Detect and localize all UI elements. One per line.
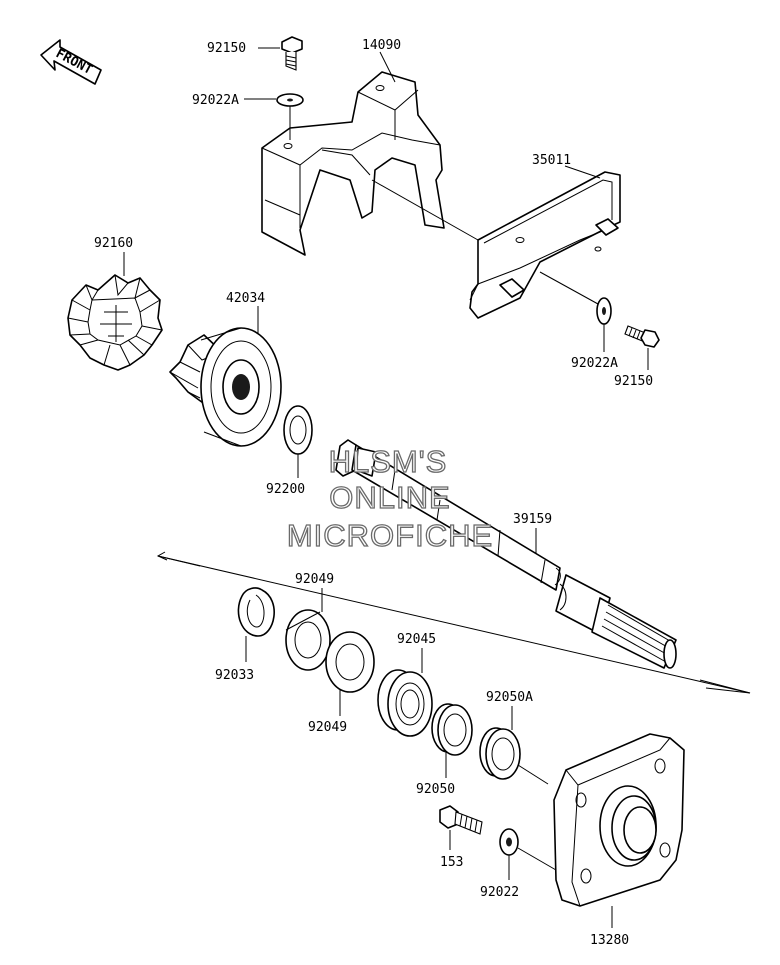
bracket-part-35011 [469, 171, 621, 319]
watermark: HLSM'S ONLINE MICROFICHE [286, 443, 493, 553]
label-39159: 39159 [513, 512, 552, 527]
label-92150-top: 92150 [207, 41, 246, 56]
leader-35011 [564, 165, 601, 179]
watermark-line-3: MICROFICHE [287, 518, 493, 553]
ring-part-92049-top [285, 609, 331, 671]
label-92049-bottom: 92049 [308, 720, 347, 735]
label-42034: 42034 [226, 291, 265, 306]
label-92022: 92022 [480, 885, 519, 900]
label-92022A-right: 92022A [571, 356, 618, 371]
label-92022A-top: 92022A [192, 93, 239, 108]
washer-92022A-top [276, 93, 304, 107]
label-92200: 92200 [266, 482, 305, 497]
label-92150-right: 92150 [614, 374, 653, 389]
label-153: 153 [440, 855, 463, 870]
shaft-part-39159 [335, 439, 677, 669]
label-14090: 14090 [362, 38, 401, 53]
bolt-92150-right [624, 325, 660, 348]
seal-part-92050 [431, 703, 473, 756]
washer-92022A-right [596, 297, 612, 325]
label-92050: 92050 [416, 782, 455, 797]
label-35011: 35011 [532, 153, 571, 168]
label-92160: 92160 [94, 236, 133, 251]
washer-part-92200 [283, 405, 313, 455]
bolt-92150-top [281, 36, 303, 71]
watermark-line-1: HLSM'S [329, 444, 448, 479]
label-13280: 13280 [590, 933, 629, 948]
label-92045: 92045 [397, 632, 436, 647]
housing-part-13280 [553, 733, 685, 907]
washer-part-92022 [499, 828, 519, 856]
label-92033: 92033 [215, 668, 254, 683]
watermark-line-2: ONLINE [329, 480, 450, 515]
coupling-part-92160 [67, 274, 163, 371]
label-92049-top: 92049 [295, 572, 334, 587]
bearing-part-92045 [377, 669, 433, 737]
impeller-part-42034 [169, 327, 282, 447]
circlip-part-92033 [237, 587, 275, 637]
seal-part-92050A [479, 727, 521, 780]
label-92050A: 92050A [486, 690, 533, 705]
cover-part-14090 [261, 71, 445, 256]
leader-14090 [379, 51, 396, 83]
front-arrow-label: FRONT [53, 46, 95, 78]
front-arrow: FRONT [40, 39, 102, 85]
bolt-part-153 [439, 805, 483, 835]
ring-part-92049-bottom [325, 631, 375, 693]
